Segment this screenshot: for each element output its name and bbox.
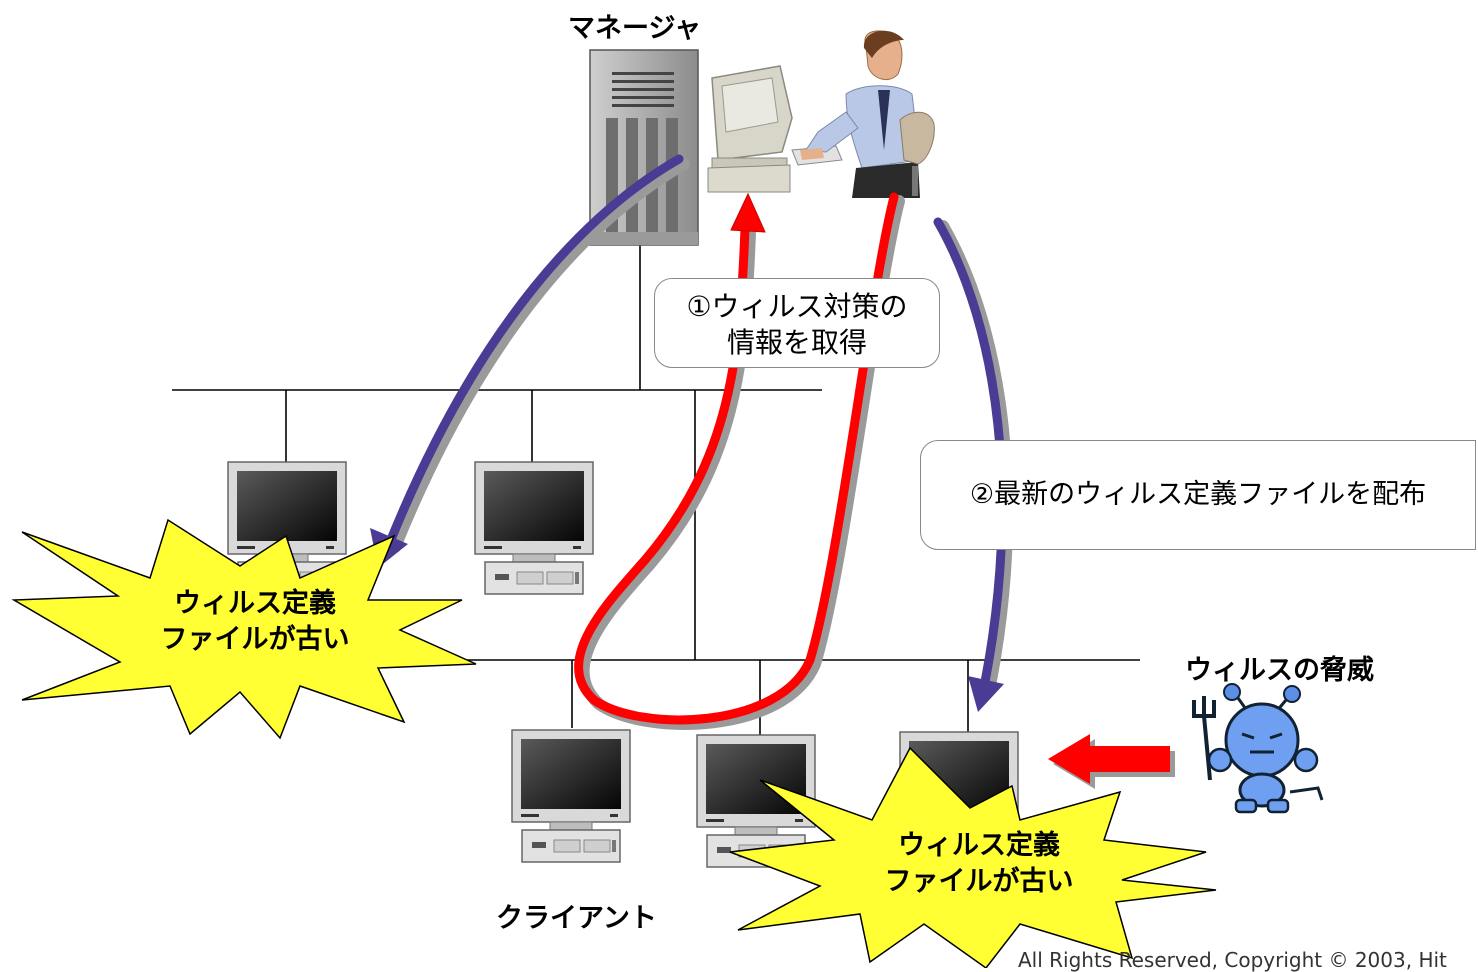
- burst-right-line1: ウィルス定義: [898, 830, 1060, 861]
- client-label: クライアント: [496, 903, 657, 934]
- distribution-arrow-right: [933, 217, 1014, 712]
- administrator-icon: [800, 30, 935, 198]
- client-computer-icon: [511, 729, 631, 863]
- warning-burst-left: [11, 518, 477, 740]
- burst-left-line2: ファイルが古い: [160, 624, 350, 655]
- client-computer-icon: [474, 461, 594, 595]
- copyright-text: All Rights Reserved, Copyright © 2003, H…: [1018, 948, 1447, 972]
- step2-callout: ②最新のウィルス定義ファイルを配布: [920, 440, 1476, 550]
- burst-right-line2: ファイルが古い: [884, 866, 1074, 897]
- burst-left-line1: ウィルス定義: [174, 588, 336, 619]
- step1-callout: ①ウィルス対策の 情報を取得: [654, 278, 940, 368]
- step1-callout-line2: 情報を取得: [726, 326, 867, 359]
- virus-threat-label: ウィルスの脅威: [1185, 655, 1374, 686]
- virus-attack-arrow: [1048, 734, 1175, 789]
- burst-right-text: ウィルス定義 ファイルが古い: [854, 828, 1104, 900]
- virus-mascot-icon: [1192, 683, 1324, 814]
- burst-left-text: ウィルス定義 ファイルが古い: [130, 586, 380, 658]
- warning-burst-right: [729, 746, 1217, 968]
- info-collection-arrow: [574, 192, 905, 730]
- step1-callout-line1: ①ウィルス対策の: [686, 290, 908, 323]
- manager-label: マネージャ: [568, 13, 702, 44]
- admin-computer-icon: [707, 65, 843, 193]
- step2-callout-text: ②最新のウィルス定義ファイルを配布: [969, 479, 1427, 510]
